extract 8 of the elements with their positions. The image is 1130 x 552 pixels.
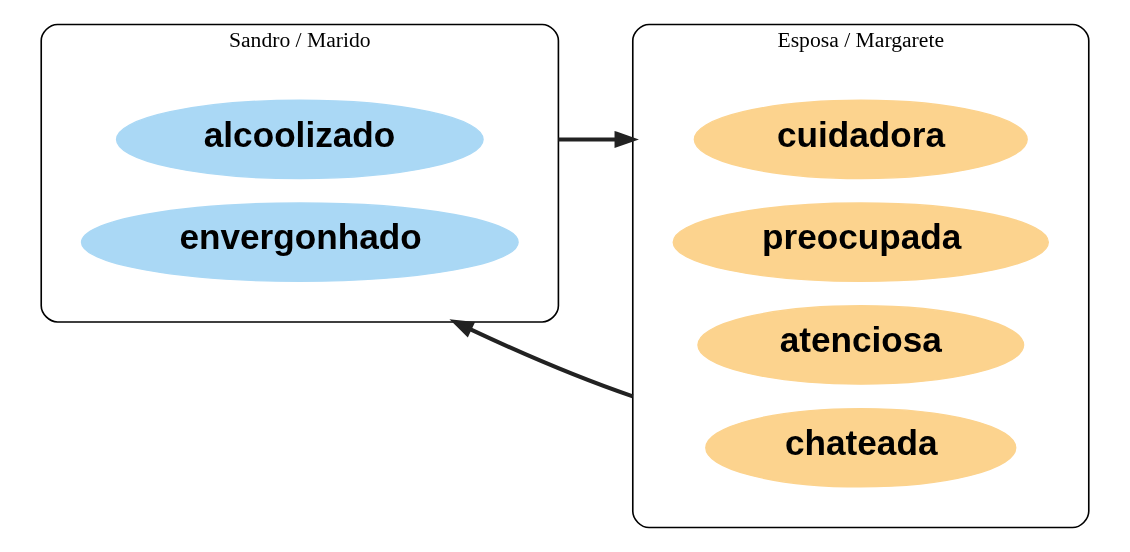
node-ellipse: envergonhado <box>80 202 519 283</box>
node-ellipse: alcoolizado <box>115 99 484 180</box>
node-ellipse: atenciosa <box>697 305 1025 385</box>
node-ellipse: cuidadora <box>693 99 1028 180</box>
node-ellipse: chateada <box>705 407 1017 488</box>
node-ellipse: preocupada <box>672 202 1049 283</box>
arrow <box>449 319 634 399</box>
arrow <box>558 130 639 148</box>
